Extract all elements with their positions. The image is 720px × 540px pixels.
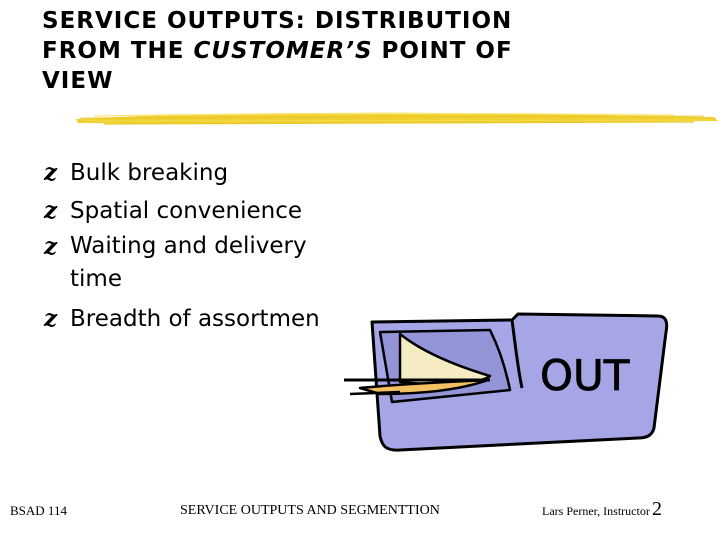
list-item: z Breadth of assortmen: [44, 300, 370, 338]
bullet-icon: z: [44, 197, 58, 224]
bullet-text: Waiting and delivery: [70, 233, 307, 259]
list-item: z Spatial convenience: [44, 192, 370, 230]
course-code: BSAD 114: [10, 503, 67, 518]
title-line-3: VIEW: [42, 68, 114, 94]
title-line-1: SERVICE OUTPUTS: DISTRIBUTION: [42, 8, 513, 34]
page-number: 2: [652, 498, 662, 520]
title-underline-rule: [76, 112, 718, 125]
title-line-2: FROM THE CUSTOMER’S POINT OF: [42, 38, 513, 64]
footer-title: SERVICE OUTPUTS AND SEGMENTTION: [180, 503, 440, 518]
out-tray-icon: OUT: [344, 312, 669, 452]
title-emphasis: CUSTOMER’S: [193, 38, 373, 64]
list-item: z Waiting and delivery time: [44, 230, 370, 300]
bullet-text-continuation: time: [70, 266, 122, 292]
bullet-text: Bulk breaking: [70, 160, 229, 186]
list-item: z Bulk breaking: [44, 154, 370, 192]
bullet-text: Breadth of assortmen: [70, 306, 320, 332]
bullet-icon: z: [44, 305, 58, 332]
instructor-name: Lars Perner, Instructor: [542, 504, 650, 518]
slide-title: SERVICE OUTPUTS: DISTRIBUTION FROM THE C…: [42, 6, 642, 96]
bullet-list: z Bulk breaking z Spatial convenience z …: [44, 154, 370, 338]
out-label: OUT: [540, 351, 630, 400]
bullet-text: Spatial convenience: [70, 198, 303, 224]
bullet-icon: z: [44, 159, 58, 186]
bullet-icon: z: [44, 233, 58, 260]
